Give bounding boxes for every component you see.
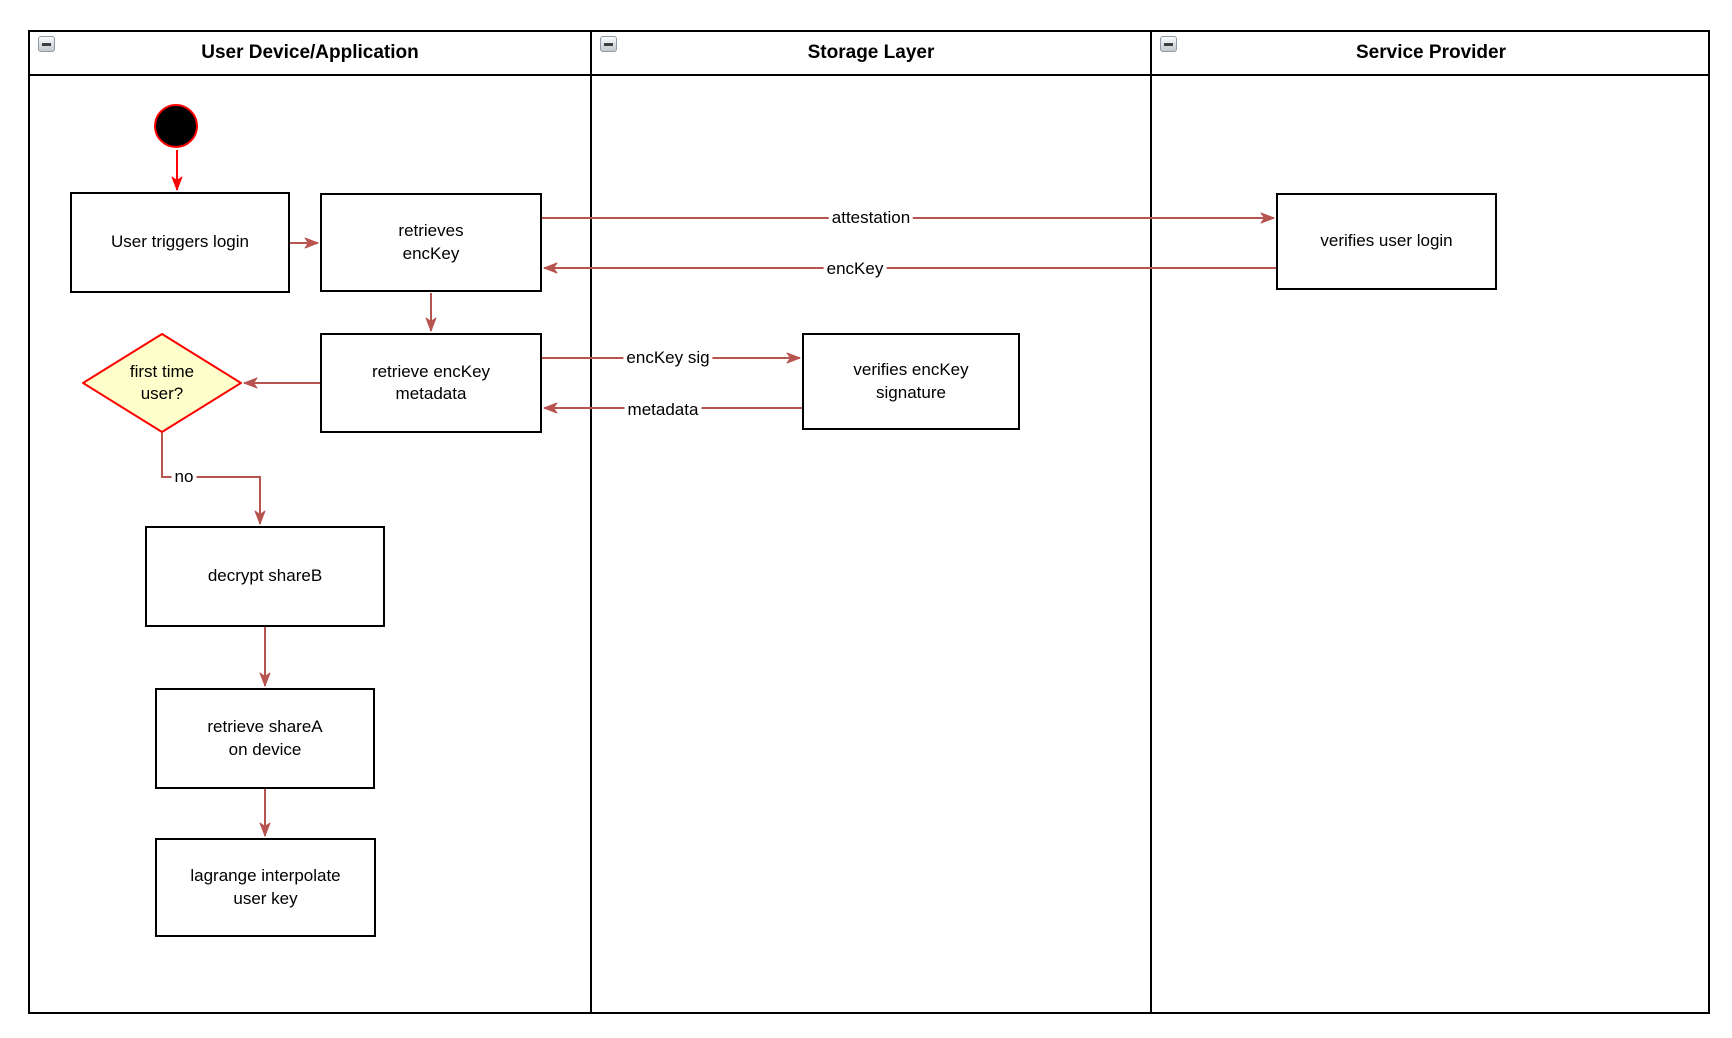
node-verifies-user-login[interactable]: verifies user login bbox=[1276, 193, 1497, 290]
node-lagrange-interpolate-user-key[interactable]: lagrange interpolate user key bbox=[155, 838, 376, 937]
node-verifies-enckey-signature[interactable]: verifies encKey signature bbox=[802, 333, 1020, 430]
node-label: lagrange interpolate user key bbox=[190, 866, 341, 908]
node-label: verifies encKey signature bbox=[853, 360, 969, 402]
node-label: retrieves encKey bbox=[398, 221, 464, 263]
lane-title-service-provider: Service Provider bbox=[1356, 42, 1506, 63]
node-label: first time user? bbox=[129, 361, 195, 403]
node-retrieves-enckey[interactable]: retrieves encKey bbox=[320, 193, 542, 292]
node-label: decrypt shareB bbox=[207, 566, 323, 586]
lane-divider-2 bbox=[1150, 32, 1152, 1012]
edge-label-attestation: attestation bbox=[828, 208, 914, 228]
edge-label-no: no bbox=[171, 467, 197, 487]
decision-first-time-user[interactable]: first time user? bbox=[81, 332, 243, 434]
lane-header-underline bbox=[30, 74, 1708, 76]
node-label: retrieve encKey metadata bbox=[371, 361, 491, 403]
edge-label-metadata: metadata bbox=[624, 400, 702, 420]
lane-divider-1 bbox=[590, 32, 592, 1012]
node-retrieve-enckey-metadata[interactable]: retrieve encKey metadata bbox=[320, 333, 542, 433]
lane-header-service-provider[interactable]: Service Provider bbox=[1152, 32, 1710, 74]
node-decrypt-shareb[interactable]: decrypt shareB bbox=[145, 526, 385, 627]
lane-header-user-device[interactable]: User Device/Application bbox=[30, 32, 590, 74]
collapse-minus-icon[interactable] bbox=[600, 36, 617, 52]
diamond-shape bbox=[81, 332, 243, 434]
lane-title-storage-layer: Storage Layer bbox=[807, 42, 935, 63]
node-retrieve-sharea-on-device[interactable]: retrieve shareA on device bbox=[155, 688, 375, 789]
node-label: User triggers login bbox=[111, 232, 249, 252]
lane-header-storage-layer[interactable]: Storage Layer bbox=[592, 32, 1150, 74]
edge-label-enckey-sig: encKey sig bbox=[623, 348, 713, 368]
node-label: retrieve shareA on device bbox=[207, 717, 323, 759]
lane-title-user-device: User Device/Application bbox=[201, 42, 419, 63]
collapse-minus-icon[interactable] bbox=[38, 36, 55, 52]
start-node[interactable] bbox=[154, 104, 198, 148]
node-user-triggers-login[interactable]: User triggers login bbox=[70, 192, 290, 293]
edge-label-enckey: encKey bbox=[823, 259, 887, 279]
collapse-minus-icon[interactable] bbox=[1160, 36, 1177, 52]
node-label: verifies user login bbox=[1320, 231, 1453, 251]
